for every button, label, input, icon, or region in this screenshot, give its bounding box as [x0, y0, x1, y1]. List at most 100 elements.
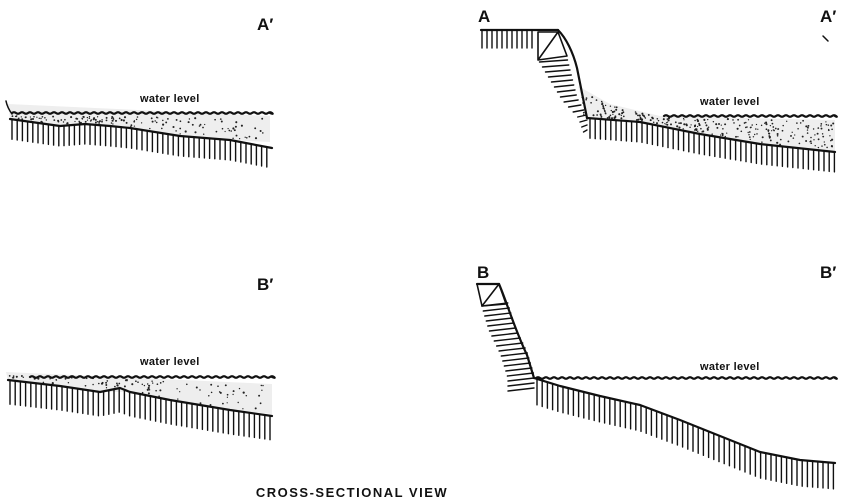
sediment-dot	[25, 116, 27, 118]
sediment-dot	[16, 376, 18, 378]
sediment-dot	[768, 135, 770, 137]
sediment-dot	[586, 97, 588, 99]
sediment-dot	[651, 117, 653, 119]
sediment-dot	[116, 384, 118, 386]
hatch-tick	[561, 95, 577, 97]
sediment-dot	[147, 389, 149, 391]
sediment-dot	[776, 142, 778, 144]
sediment-dot	[87, 119, 88, 120]
sediment-dot	[85, 121, 87, 123]
sediment-dot	[232, 138, 233, 139]
sediment-dot	[635, 111, 637, 113]
sediment-dot	[683, 123, 685, 125]
sediment-dot	[152, 382, 153, 383]
sediment-dot	[782, 130, 784, 132]
sediment-dot	[114, 386, 116, 388]
sediment-dot	[762, 136, 764, 138]
sediment-dot	[130, 124, 132, 126]
sediment-dot	[101, 121, 103, 123]
sediment-dot	[180, 133, 181, 134]
sediment-dot	[766, 128, 768, 130]
sediment-dot	[211, 392, 213, 394]
sediment-dot	[777, 133, 779, 135]
sediment-dot	[78, 121, 80, 123]
sediment-dot	[722, 128, 724, 130]
sediment-dot	[666, 124, 668, 126]
sediment-dot	[105, 382, 107, 384]
sediment-dot	[74, 121, 75, 122]
sediment-dot	[227, 397, 228, 398]
sediment-dot	[610, 115, 612, 117]
hatch-tick	[558, 90, 576, 92]
hatch-tick	[508, 378, 534, 381]
sediment-dot	[780, 139, 782, 141]
sediment-dot	[777, 128, 778, 129]
sediment-dot	[236, 135, 238, 137]
hatch-tick	[508, 383, 534, 386]
sediment-dot	[161, 128, 163, 130]
sediment-dot	[21, 116, 22, 117]
sediment-dot	[623, 116, 625, 118]
sediment-dot	[112, 123, 113, 124]
sediment-dot	[55, 379, 56, 380]
sediment-dot	[705, 122, 707, 124]
sediment-dot	[740, 130, 742, 132]
sediment-dot	[119, 118, 121, 120]
sediment-dot	[727, 118, 729, 120]
sediment-dot	[807, 127, 809, 129]
cliff-triangle-block	[477, 284, 506, 306]
sediment-dot	[200, 124, 202, 126]
sediment-dot	[227, 394, 229, 396]
sediment-dot	[711, 133, 713, 135]
sediment-dot	[756, 124, 757, 125]
sediment-dot	[800, 122, 802, 124]
sediment-dot	[214, 119, 216, 121]
sediment-dot	[733, 122, 735, 124]
sediment-dot	[101, 383, 103, 385]
sediment-dot	[13, 375, 15, 377]
sediment-dot	[98, 121, 100, 123]
sediment-dot	[196, 386, 198, 388]
sediment-dot	[770, 139, 772, 141]
hatch-tick	[569, 105, 581, 107]
sediment-dot	[221, 121, 223, 123]
sediment-dot	[176, 119, 178, 121]
sediment-dot	[85, 385, 87, 387]
sediment-dot	[824, 144, 826, 146]
sediment-dot	[663, 118, 665, 120]
sediment-dot	[739, 125, 741, 127]
sediment-dot	[771, 130, 772, 131]
hatch-tick	[488, 323, 514, 326]
sediment-dot	[773, 130, 775, 132]
sediment-dot	[64, 119, 66, 121]
sediment-dot	[66, 123, 67, 124]
sediment-dot	[189, 118, 190, 119]
water-level-label: water level	[139, 93, 200, 105]
sediment-dot	[824, 141, 825, 142]
sediment-dot	[813, 128, 814, 129]
sediment-dot	[825, 121, 826, 122]
sediment-dot	[805, 140, 807, 142]
sediment-dot	[228, 130, 230, 132]
sediment-dot	[591, 96, 593, 98]
sediment-dot	[105, 384, 107, 386]
sediment-dot	[176, 388, 177, 389]
sediment-dot	[713, 121, 714, 122]
sediment-dot	[126, 379, 127, 380]
sediment-dot	[832, 122, 834, 124]
sediment-dot	[831, 128, 833, 130]
sediment-dot	[232, 394, 233, 395]
sediment-dot	[818, 138, 820, 140]
sediment-dot	[805, 125, 807, 127]
sediment-dot	[46, 119, 47, 120]
sediment-dot	[165, 121, 167, 123]
sediment-dot	[601, 101, 603, 103]
sediment-dot	[775, 128, 777, 130]
hatch-tick	[543, 65, 569, 67]
sediment-dot	[255, 137, 257, 139]
sediment-dot	[144, 385, 145, 386]
sediment-dot	[620, 117, 622, 119]
sediment-dot	[753, 136, 754, 137]
sediment-dot	[57, 120, 59, 122]
